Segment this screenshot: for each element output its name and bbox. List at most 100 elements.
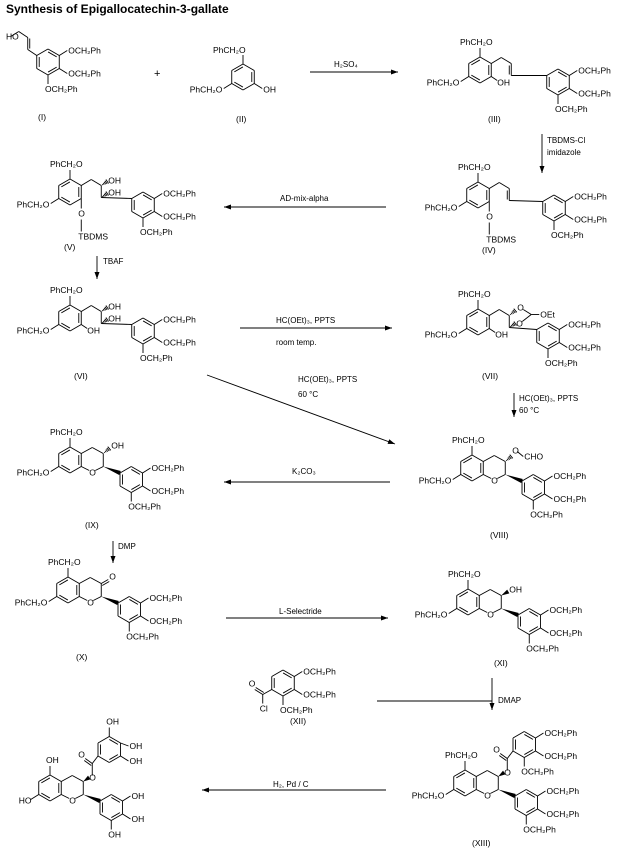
bond	[559, 324, 568, 330]
bond	[490, 789, 499, 794]
bond	[140, 615, 149, 622]
hash-bond	[101, 196, 104, 198]
substituent-label: OH	[108, 188, 121, 198]
reagent-r7-a: HC(OEt)₃, PPTS	[519, 394, 578, 403]
ring-bond	[517, 608, 530, 616]
bond	[489, 182, 500, 189]
substituent-label: OCH₂Ph	[554, 471, 587, 481]
ring-bond	[58, 304, 71, 312]
ring-double-bond	[142, 209, 152, 216]
hash-bond	[506, 458, 509, 461]
substituent-label: OCH₂Ph	[574, 215, 607, 225]
bond	[83, 760, 92, 766]
ring-bond	[38, 774, 51, 782]
substituent-label: OCH₂Ph	[551, 230, 584, 240]
reagent-r1: H₂SO₄	[334, 60, 358, 69]
hash-bond	[509, 454, 514, 459]
substituent-label: OCH₂Ph	[550, 628, 583, 638]
bond	[59, 50, 68, 56]
bond	[84, 758, 93, 764]
wedge-bond	[501, 608, 519, 618]
compound-label-IV: (IV)	[482, 245, 496, 255]
ring-bond	[69, 466, 82, 474]
ring-bond	[533, 493, 545, 501]
substituent-label: PhCH₂O	[458, 289, 491, 299]
ring-bond	[58, 324, 71, 332]
ring-double-bond	[526, 807, 536, 813]
ring-double-bond	[111, 797, 121, 803]
bond	[499, 182, 510, 189]
arrowhead-icon	[224, 479, 231, 485]
hash-bond	[104, 306, 108, 311]
compound-label-V: (V)	[64, 242, 76, 252]
substituent-label: PhCH₂O	[458, 162, 491, 172]
substituent-label: O	[89, 468, 96, 478]
compound-label-XII: (XII)	[290, 716, 306, 726]
ring-double-bond	[456, 787, 466, 794]
arrowhead-icon	[489, 703, 495, 710]
substituent-label: O	[516, 319, 523, 329]
reagent-r6-a: HC(OEt)₃, PPTS	[298, 375, 357, 384]
ring-bond	[67, 576, 80, 584]
ring-bond	[142, 337, 155, 345]
bond	[101, 197, 132, 199]
ring-bond	[467, 588, 480, 596]
bond	[81, 447, 93, 454]
bond	[48, 596, 57, 602]
ring-bond	[466, 308, 479, 316]
compound-label-IX: (IX)	[85, 520, 99, 530]
bond	[50, 466, 59, 472]
bond	[476, 770, 488, 777]
bond	[122, 813, 131, 820]
ring-bond	[69, 178, 82, 186]
hash-bond	[105, 179, 109, 184]
substituent-label: O	[109, 572, 116, 582]
substituent-label: OCH₂Ph	[578, 66, 611, 76]
bond	[540, 609, 549, 616]
ring-bond	[271, 689, 284, 697]
bond	[479, 589, 491, 596]
ring-bond	[131, 211, 144, 219]
bond	[75, 794, 84, 799]
scheme-title: Synthesis of Epigallocatechin-3-gallate	[6, 2, 229, 16]
ring-bond	[111, 813, 123, 821]
substituent-label: OCH₂Ph	[545, 358, 578, 368]
substituent-label: OCH₂Ph	[530, 510, 563, 520]
bond	[476, 789, 485, 794]
ring-bond	[56, 596, 69, 604]
ring-double-bond	[471, 59, 481, 66]
bond	[120, 742, 129, 747]
ring-bond	[521, 474, 534, 482]
hash-bond	[509, 313, 512, 316]
substituent-label: OH	[509, 585, 522, 595]
bond	[91, 755, 99, 764]
ring-double-bond	[61, 181, 71, 188]
ring-double-bond	[533, 477, 543, 483]
arrowhead-icon	[387, 439, 395, 444]
bond	[494, 455, 506, 462]
ring-bond	[109, 736, 121, 744]
ring-double-bond	[557, 86, 567, 93]
ring-double-bond	[469, 184, 479, 191]
bond	[565, 196, 574, 202]
ring-bond	[546, 88, 559, 96]
hash-bond	[105, 191, 109, 196]
substituent-label: O	[78, 750, 85, 760]
ring-bond	[97, 755, 110, 763]
ring-double-bond	[59, 579, 69, 586]
ring-double-bond	[524, 734, 534, 740]
ring-bond	[99, 813, 112, 821]
hash-bond	[510, 324, 513, 327]
bond	[479, 608, 488, 613]
bond	[255, 687, 264, 693]
ring-bond	[69, 446, 82, 454]
substituent-label: OCH₂Ph	[521, 767, 554, 777]
arrowhead-icon	[391, 69, 398, 75]
hash-bond	[104, 192, 108, 197]
